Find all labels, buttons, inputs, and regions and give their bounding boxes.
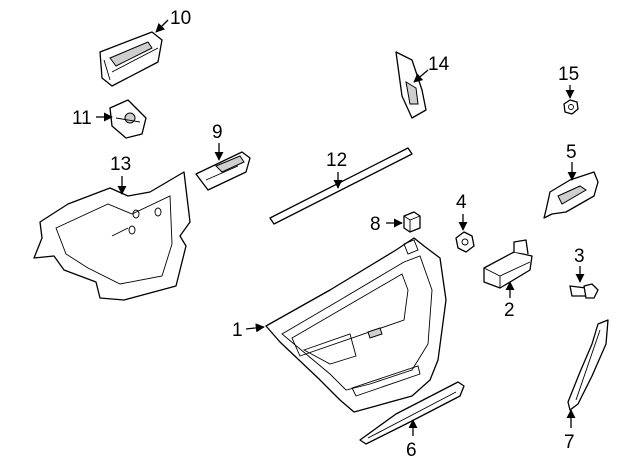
part-1-door-trim-panel: [265, 237, 447, 413]
callout-6: 6: [406, 440, 417, 461]
callout-3: 3: [574, 246, 585, 267]
part-11-bracket: [109, 99, 147, 139]
part-6-lower-molding: [359, 381, 465, 445]
callout-11: 11: [72, 108, 92, 129]
callout-2: 2: [504, 300, 515, 321]
callout-13: 13: [110, 154, 131, 175]
part-5-inside-handle: [543, 171, 599, 219]
callout-14: 14: [428, 54, 450, 75]
callout-7: 7: [564, 432, 575, 453]
callout-9: 9: [212, 122, 223, 143]
callout-5: 5: [566, 142, 577, 163]
part-4-nut: [455, 231, 475, 253]
callout-10: 10: [170, 8, 191, 29]
part-2-armrest-bracket: [483, 239, 533, 289]
callout-8: 8: [370, 214, 381, 235]
callout-1: 1: [232, 320, 243, 341]
part-10-handle-bezel: [99, 31, 163, 87]
part-3-screw: [569, 283, 599, 299]
part-7-vertical-molding: [567, 319, 609, 411]
part-14-corner-trim: [395, 51, 427, 119]
callout-15: 15: [558, 64, 579, 85]
leader-1: [245, 323, 265, 333]
part-9-switch-bezel: [195, 151, 251, 191]
part-13-watershield: [33, 171, 191, 301]
callout-4: 4: [456, 192, 467, 213]
part-8-clip: [403, 211, 421, 233]
part-15-nut: [563, 99, 579, 115]
leader-14: [413, 69, 429, 83]
leader-10: [155, 19, 169, 33]
callout-12: 12: [326, 150, 347, 171]
